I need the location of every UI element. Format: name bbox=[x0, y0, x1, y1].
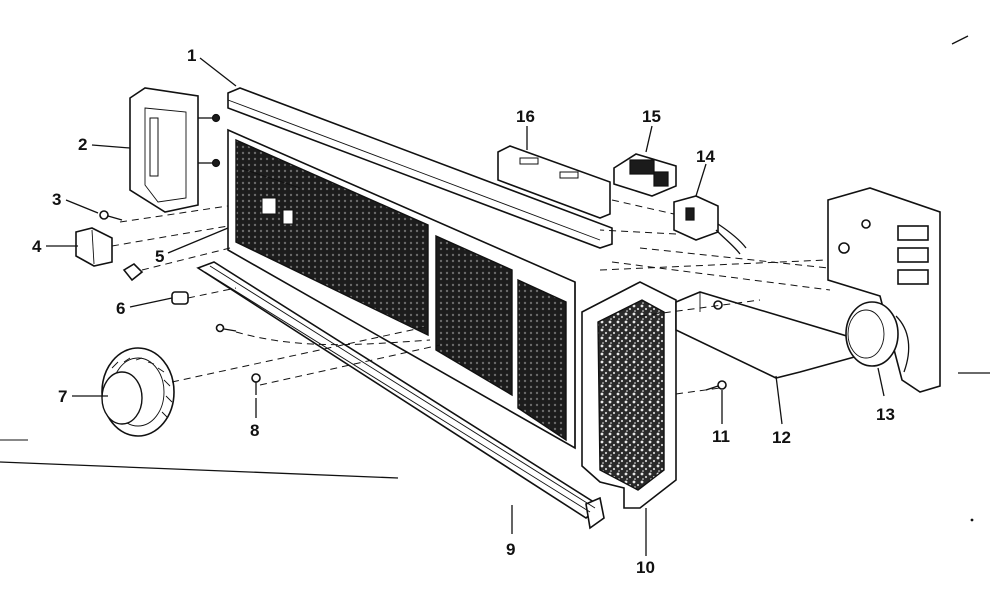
callout-14: 14 bbox=[696, 147, 715, 166]
callout-4: 4 bbox=[32, 237, 42, 256]
control-panel-part bbox=[227, 128, 576, 450]
side-bracket-part bbox=[129, 87, 221, 213]
screw-part-3 bbox=[99, 210, 123, 221]
timer-unit-part bbox=[827, 187, 941, 393]
assembly-lines bbox=[111, 199, 831, 395]
cover-plate-part bbox=[675, 291, 861, 379]
callout-2: 2 bbox=[78, 135, 87, 154]
callout-labels: 1 2 3 4 5 6 7 8 9 10 11 12 13 14 15 16 bbox=[32, 46, 895, 577]
end-cap-part bbox=[581, 281, 677, 509]
connector-part bbox=[613, 153, 677, 197]
clip-part bbox=[75, 227, 113, 267]
mounting-strip-part bbox=[497, 145, 611, 219]
bushing-part bbox=[171, 291, 189, 305]
callout-3: 3 bbox=[52, 190, 61, 209]
callout-13: 13 bbox=[876, 405, 895, 424]
callout-7: 7 bbox=[58, 387, 67, 406]
callout-11: 11 bbox=[712, 427, 730, 446]
screw-part-8 bbox=[251, 373, 261, 395]
leader-lines bbox=[46, 57, 885, 556]
callout-12: 12 bbox=[772, 428, 791, 447]
callout-1: 1 bbox=[187, 46, 196, 65]
screw-part-extra bbox=[215, 323, 237, 333]
scan-marks bbox=[0, 35, 990, 522]
callout-9: 9 bbox=[506, 540, 515, 559]
fastener-part-5 bbox=[122, 262, 144, 282]
control-knob-part bbox=[101, 347, 175, 437]
callout-6: 6 bbox=[116, 299, 125, 318]
screw-part-11 bbox=[705, 380, 727, 391]
switch-part bbox=[673, 195, 747, 255]
callout-8: 8 bbox=[250, 421, 259, 440]
bottom-trim-part bbox=[196, 261, 605, 530]
callout-10: 10 bbox=[636, 558, 655, 577]
callout-5: 5 bbox=[155, 247, 164, 266]
callout-15: 15 bbox=[642, 107, 661, 126]
callout-16: 16 bbox=[516, 107, 535, 126]
top-rail-part bbox=[227, 87, 613, 249]
